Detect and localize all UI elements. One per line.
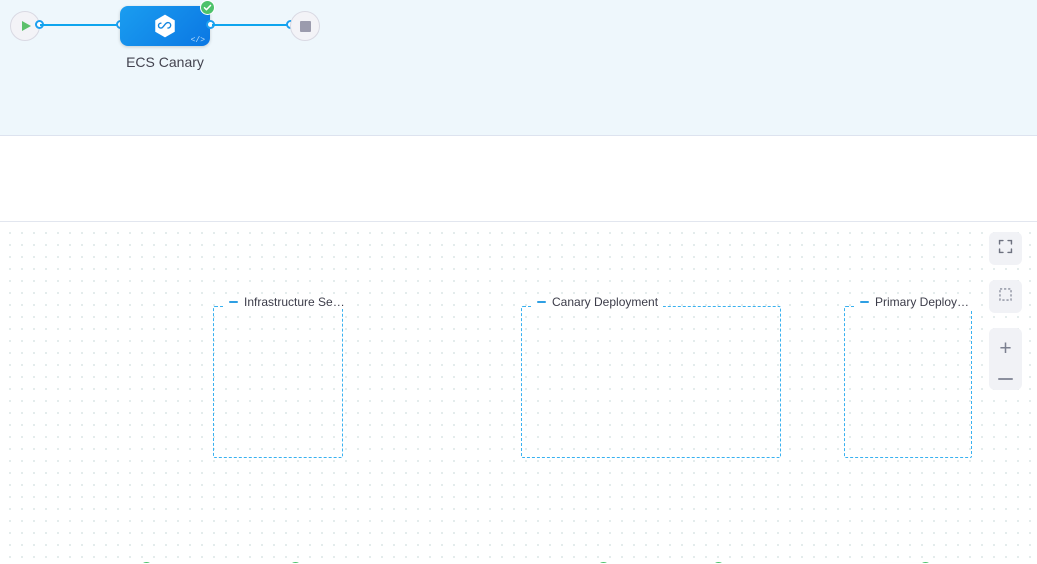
fit-to-view-button[interactable] bbox=[989, 280, 1022, 313]
minus-icon[interactable] bbox=[860, 301, 869, 303]
node-code-marker: </> bbox=[190, 36, 205, 45]
stage-group-title-infrastructure[interactable]: Infrastructure Se… bbox=[224, 295, 350, 309]
group-label: Primary Deploy… bbox=[875, 295, 970, 309]
harness-hexagon-icon bbox=[152, 13, 178, 39]
success-check-icon bbox=[200, 0, 215, 15]
group-label: Infrastructure Se… bbox=[244, 295, 345, 309]
stage-group-canary-deployment[interactable]: Canary Deployment bbox=[521, 295, 781, 458]
expand-corners-icon bbox=[997, 238, 1014, 260]
stop-icon bbox=[299, 20, 311, 32]
minimap-link-2 bbox=[212, 24, 290, 26]
success-check-icon bbox=[918, 561, 933, 563]
stage-group-primary-deployment[interactable]: Primary Deploy… bbox=[844, 295, 975, 458]
stage-group-title-primary[interactable]: Primary Deploy… bbox=[855, 295, 975, 309]
stage-group-title-canary[interactable]: Canary Deployment bbox=[532, 295, 664, 309]
success-check-icon bbox=[288, 561, 303, 563]
pipeline-graph-canvas[interactable]: Infrastructure Se… Canary Deployment Pri… bbox=[0, 222, 1037, 563]
success-check-icon bbox=[711, 561, 726, 563]
success-check-icon bbox=[139, 561, 154, 563]
execution-info-bar: ECS Canary Started at: 10/6/2022, 5:01:2… bbox=[0, 136, 1037, 338]
minimap-link-1 bbox=[40, 24, 120, 26]
minus-icon[interactable] bbox=[229, 301, 238, 303]
minimap-pipeline-node[interactable]: </> bbox=[120, 6, 210, 46]
minimap-stop-node[interactable] bbox=[290, 11, 320, 41]
fullscreen-button[interactable] bbox=[989, 232, 1022, 265]
minus-icon[interactable] bbox=[537, 301, 546, 303]
plus-icon[interactable]: + bbox=[999, 336, 1012, 360]
minimap-node-label: ECS Canary bbox=[126, 54, 204, 70]
play-icon bbox=[22, 21, 31, 31]
group-label: Canary Deployment bbox=[552, 295, 659, 309]
pipeline-minimap-strip: </> ECS Canary bbox=[0, 0, 1037, 136]
stage-group-infrastructure[interactable]: Infrastructure Se… bbox=[213, 295, 350, 458]
success-check-icon bbox=[596, 561, 611, 563]
dashed-square-icon bbox=[997, 286, 1014, 308]
zoom-controls[interactable]: + bbox=[989, 328, 1022, 390]
minus-icon[interactable] bbox=[998, 378, 1013, 381]
